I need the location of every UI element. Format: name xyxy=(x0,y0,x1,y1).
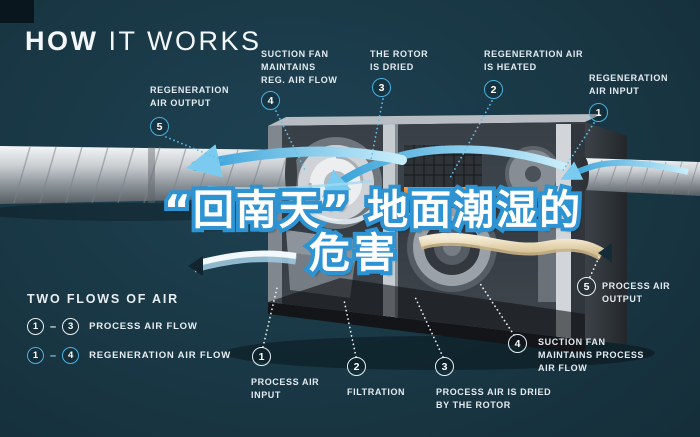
legend-row-process: 1 – 3 PROCESS AIR FLOW xyxy=(27,318,231,335)
corner-prop xyxy=(0,0,34,23)
legend-circle-3: 3 xyxy=(62,318,80,335)
process-output-ribbon xyxy=(418,232,605,258)
badge-number: 1 xyxy=(595,106,602,119)
badge-number: 5 xyxy=(583,280,590,293)
label-line: SUCTION FAN xyxy=(538,337,606,347)
regen-input-arrow xyxy=(560,159,689,180)
legend-label-regen: REGENERATION AIR FLOW xyxy=(89,350,232,361)
badge-regen-output-5: 5 xyxy=(150,117,169,136)
badge-number: 2 xyxy=(490,83,497,96)
label-line: PROCESS AIR xyxy=(602,281,671,291)
regen-output-arrow-echo xyxy=(207,179,373,190)
label-regeneration-air-heated: REGENERATION AIR IS HEATED xyxy=(484,48,583,74)
label-line: INPUT xyxy=(251,390,281,401)
legend-circle-1: 1 xyxy=(27,318,44,335)
label-line: REGENERATION AIR xyxy=(484,49,584,59)
badge-regen-input-1: 1 xyxy=(589,103,608,122)
badge-number: 3 xyxy=(378,81,385,94)
badge-process-dried-3: 3 xyxy=(435,357,454,376)
label-line: SUCTION FAN xyxy=(261,49,329,59)
label-process-air-output: PROCESS AIR OUTPUT xyxy=(602,280,670,306)
label-line: AIR INPUT xyxy=(589,86,640,97)
label-line: FILTRATION xyxy=(347,387,406,397)
leader-lines xyxy=(165,98,601,358)
page-title-strong: HOW xyxy=(25,26,99,56)
overlay-text-line2-fill: 危害 xyxy=(309,229,399,277)
badge-filtration-2: 2 xyxy=(347,357,366,376)
label-suction-fan-process: SUCTION FAN MAINTAINS PROCESS AIR FLOW xyxy=(538,336,644,375)
label-line: REGENERATION xyxy=(150,85,230,95)
label-line: REGENERATION xyxy=(589,73,669,83)
regen-flow-into-machine-arrow xyxy=(321,145,568,198)
badge-process-input-1: 1 xyxy=(252,347,271,366)
overlay-text-line2: 危害 危害 xyxy=(130,219,578,281)
label-line: IS DRIED xyxy=(370,62,414,73)
page-title: HOW IT WORKS xyxy=(25,26,262,57)
badge-number: 5 xyxy=(156,120,163,133)
label-line: AIR OUTPUT xyxy=(150,98,211,109)
page-title-light: IT WORKS xyxy=(108,26,262,56)
label-line: THE ROTOR xyxy=(370,49,429,59)
overlay-text-line1-stroke: “回南天” 地面潮湿的 xyxy=(160,182,584,238)
legend-label-process: PROCESS AIR FLOW xyxy=(89,321,198,332)
label-line: PROCESS AIR IS DRIED xyxy=(436,387,552,397)
legend-circle-4: 4 xyxy=(62,347,80,364)
process-input-ribbon xyxy=(197,250,297,266)
badge-process-output-5: 5 xyxy=(577,277,596,296)
heater-element xyxy=(404,187,470,200)
legend-row-regen: 1 – 4 REGENERATION AIR FLOW xyxy=(27,347,231,364)
badge-suction-reg-4: 4 xyxy=(261,91,280,110)
label-line: MAINTAINS xyxy=(261,62,316,73)
fan-swirl xyxy=(288,195,383,225)
legend-circle-1: 1 xyxy=(27,347,44,364)
label-line: IS HEATED xyxy=(484,62,537,73)
label-suction-fan-reg: SUCTION FAN MAINTAINS REG. AIR FLOW xyxy=(261,48,337,87)
label-line: AIR FLOW xyxy=(538,363,588,374)
overlay-text-line1-fill: “回南天” 地面潮湿的 xyxy=(163,186,583,234)
airflow-arrows xyxy=(186,144,689,276)
label-process-air-dried: PROCESS AIR IS DRIED BY THE ROTOR xyxy=(436,386,551,412)
overlay-text-line2-stroke: 危害 xyxy=(305,225,399,281)
legend-dash: – xyxy=(50,349,57,362)
legend-two-flows: TWO FLOWS OF AIR 1 – 3 PROCESS AIR FLOW … xyxy=(27,292,231,364)
label-line: BY THE ROTOR xyxy=(436,400,511,411)
label-line: REG. AIR FLOW xyxy=(261,75,338,86)
legend-dash: – xyxy=(50,320,57,333)
badge-suction-process-4: 4 xyxy=(508,334,527,353)
badge-number: 2 xyxy=(353,360,360,373)
desiccant-rotor xyxy=(407,202,497,292)
regen-output-arrow xyxy=(186,144,407,178)
badge-number: 4 xyxy=(514,337,521,350)
label-rotor-is-dried: THE ROTOR IS DRIED xyxy=(370,48,428,74)
label-line: PROCESS AIR xyxy=(251,377,320,387)
overlay-text-line1: “回南天” 地面潮湿的 “回南天” 地面潮湿的 xyxy=(130,176,616,238)
label-regeneration-air-input: REGENERATION AIR INPUT xyxy=(589,72,668,98)
label-line: MAINTAINS PROCESS xyxy=(538,350,645,361)
label-filtration: FILTRATION xyxy=(347,386,405,399)
label-line: OUTPUT xyxy=(602,294,643,305)
badge-regen-heated-2: 2 xyxy=(484,80,503,99)
badge-number: 1 xyxy=(258,350,265,363)
label-regeneration-air-output: REGENERATION AIR OUTPUT xyxy=(150,84,229,110)
label-process-air-input: PROCESS AIR INPUT xyxy=(251,376,319,402)
badge-number: 3 xyxy=(441,360,448,373)
legend-heading: TWO FLOWS OF AIR xyxy=(27,292,179,306)
process-input-ribbon-shadow xyxy=(192,253,297,273)
badge-number: 4 xyxy=(267,94,274,107)
badge-rotor-dried-3: 3 xyxy=(372,78,391,97)
